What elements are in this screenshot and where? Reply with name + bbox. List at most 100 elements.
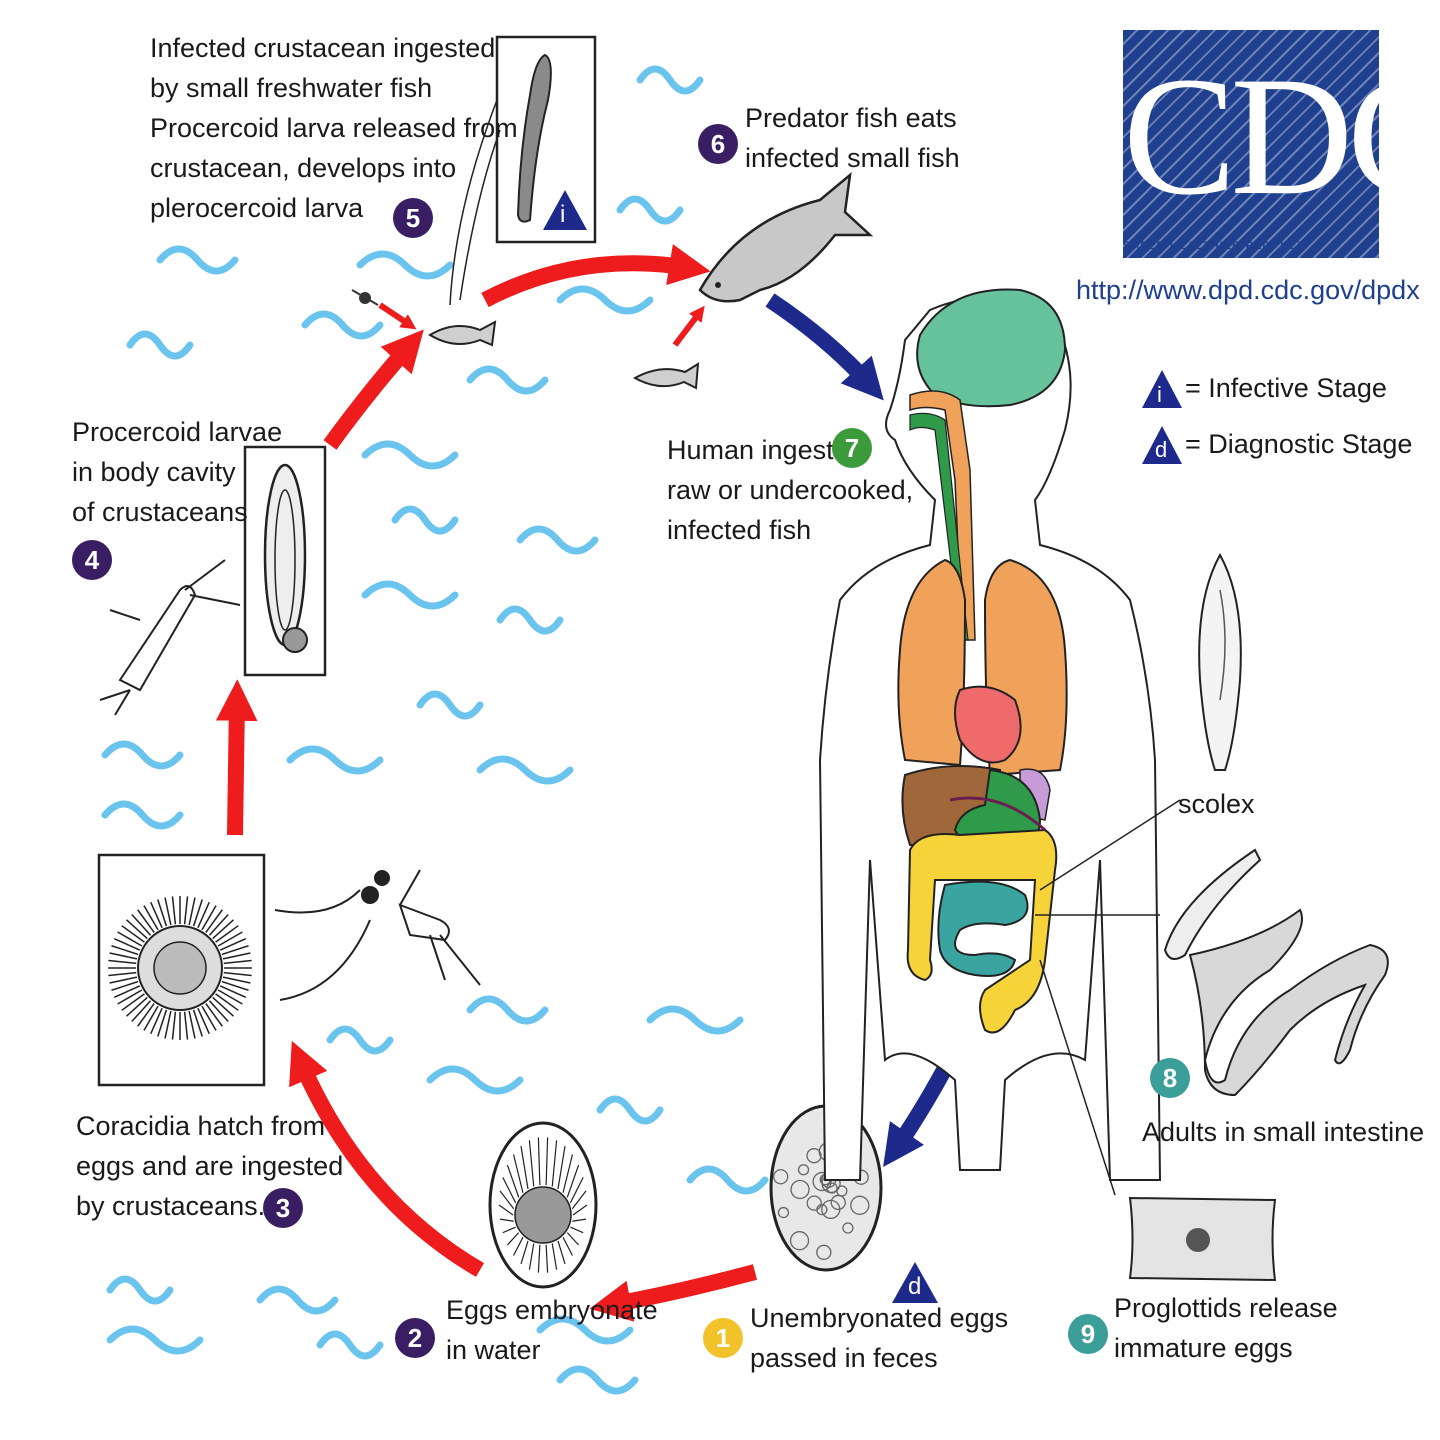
scolex-label: scolex (1178, 789, 1255, 819)
coracidium-cilium (208, 913, 229, 936)
coracidium-cilium (183, 896, 189, 925)
arrow-1-to-2 (589, 1264, 758, 1322)
stage-2-badge: 2 (395, 1318, 435, 1358)
egg-embryo-line (551, 1243, 558, 1270)
coracidium-cilium (157, 899, 168, 927)
egg-embryo-line (513, 1237, 524, 1256)
stage-8-badge: 8 (1150, 1058, 1190, 1098)
adult-worm-icon (1035, 848, 1389, 1097)
egg-embryo-line (557, 1146, 566, 1190)
coracidium-cilium (109, 976, 138, 984)
legend-diagnostic-icon (1142, 426, 1182, 464)
egg-yolk-cell (812, 1171, 832, 1192)
coracidium-cilium (188, 1010, 196, 1039)
egg-embryo-line (537, 1244, 541, 1273)
coracidium-cilium (137, 909, 155, 933)
stage-3-badge: 3 (263, 1188, 303, 1228)
stage-4-badge: 4 (72, 540, 112, 580)
coracidium-cilium (208, 1000, 229, 1023)
water-wave (106, 1275, 174, 1305)
coracidium-cilium (201, 905, 217, 931)
water-wave (416, 690, 484, 720)
egg-embryo-line (557, 1240, 566, 1265)
left-lung (897, 558, 967, 767)
coracidium-cilium (221, 945, 249, 956)
cdc-tagline: SAFER·HEALTHIER·PEOPLE™ (1123, 240, 1309, 252)
water-wave (516, 525, 599, 555)
water-wave (536, 1315, 634, 1345)
coracidium-cilium (222, 976, 251, 984)
water-wave (106, 1325, 204, 1355)
water-wave (301, 310, 384, 340)
coracidium-cilium (197, 1007, 210, 1035)
infective-symbol-letter: i (560, 201, 566, 228)
coracidium-cilium (205, 1003, 223, 1027)
egg-yolk-cell (850, 1195, 870, 1215)
water-wave (391, 505, 459, 535)
coracidium-cilium (223, 959, 252, 965)
heart (954, 685, 1022, 764)
predator-fish-icon (698, 171, 874, 303)
procercoid-larva-box (243, 445, 327, 677)
egg-embryo-line (572, 1204, 588, 1216)
coracidium-cilium (108, 959, 137, 965)
water-wave (101, 800, 184, 830)
coracidium-cilium (117, 931, 143, 947)
coracidium-cilium (108, 971, 137, 977)
egg-yolk-cell (830, 1194, 846, 1211)
egg-embryo-line (512, 1154, 524, 1193)
coracidium-cilium (150, 901, 163, 929)
stage-6-badge: 6 (698, 124, 738, 164)
coracidium-cilium (223, 971, 252, 977)
egg-embryo-line (520, 1240, 529, 1265)
coracidium-cilium (201, 1005, 217, 1031)
egg-yolk-cell (789, 1231, 810, 1251)
water-wave (286, 745, 384, 775)
egg-embryo-line (499, 1190, 515, 1210)
coracidium-cilium (205, 909, 223, 933)
coracidium-cilium (137, 1003, 155, 1027)
coracidium-cilium (219, 985, 247, 998)
coracidium-cilium (219, 938, 247, 951)
source-url[interactable]: http://www.dpd.cdc.gov/dpdx (1076, 275, 1420, 305)
arrow-2-to-3 (289, 1040, 485, 1277)
coracidium-cilium (192, 1009, 203, 1037)
arrow-5-to-6 (481, 244, 711, 308)
water-wave (616, 195, 684, 225)
water-wave (361, 440, 459, 470)
coracidium-cilium (215, 993, 239, 1011)
legend-infective-symbol: i (1157, 382, 1162, 407)
egg-embryo-line (506, 1232, 520, 1246)
water-wave (686, 1165, 769, 1195)
egg-embryo-line (562, 1237, 573, 1256)
water-wave (426, 1065, 524, 1095)
coracidium-box (97, 853, 266, 1087)
coracidium-cilium (143, 905, 159, 931)
water-wave (361, 580, 459, 610)
egg-embryo-line (502, 1177, 517, 1204)
coracidium-cilium (113, 985, 141, 998)
tiny-crustacean-icon (351, 289, 379, 306)
coracidia-and-crustacean-icon (361, 869, 481, 986)
legend-infective-text: = Infective Stage (1185, 373, 1387, 403)
coracidium-cilium (192, 899, 203, 927)
water-wave (316, 1330, 384, 1360)
egg-embryo-line (571, 1190, 587, 1210)
egg-embryo-line (520, 1146, 529, 1190)
arrow-6-to-7 (765, 293, 884, 401)
egg-embryo-line (566, 1232, 580, 1246)
scolex-icon (1039, 552, 1242, 891)
small-fish-2-icon (632, 362, 700, 390)
arrow-3-to-4 (215, 679, 258, 836)
coracidium-cilium (109, 952, 138, 960)
water-wave (156, 245, 239, 275)
egg-embryo-line (570, 1226, 584, 1234)
coracidium-cilium (131, 913, 152, 936)
coracidium-cilium (164, 897, 172, 926)
